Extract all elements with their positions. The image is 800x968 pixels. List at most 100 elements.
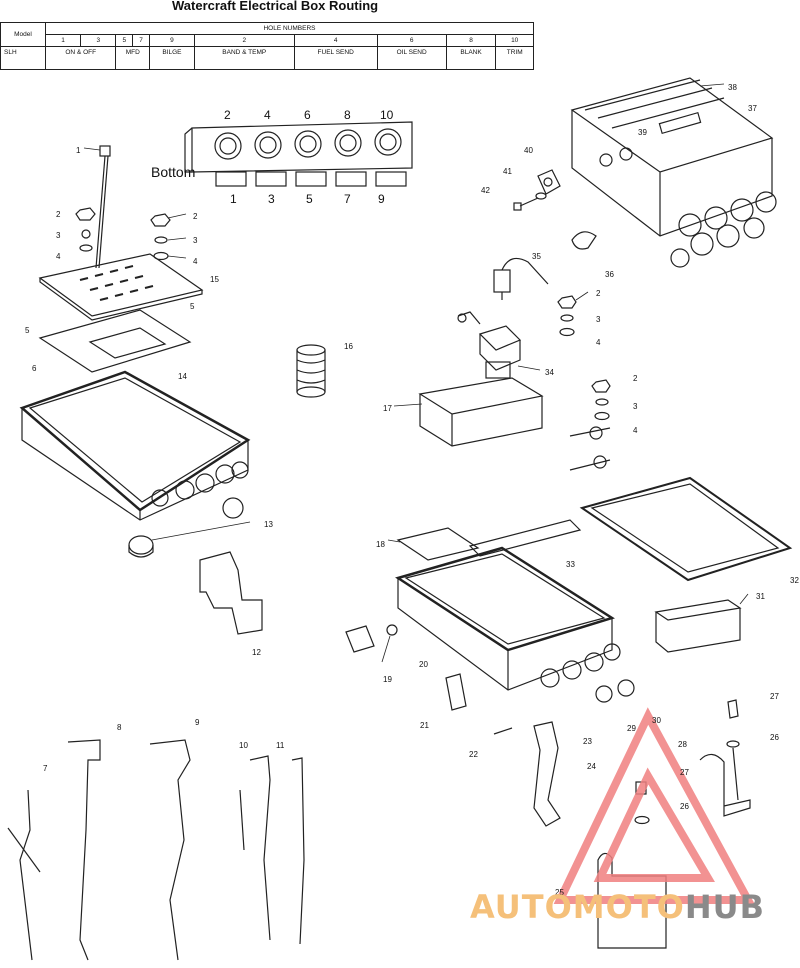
- part-callout: 18: [376, 540, 385, 549]
- function-cell: BLANK: [445, 46, 497, 70]
- part-callout: 2: [56, 210, 61, 219]
- electrical-box-main: [395, 546, 635, 703]
- part-callout: 3: [596, 315, 601, 324]
- bolt-part: [95, 145, 111, 269]
- part-callout: 39: [638, 128, 647, 137]
- part-callout: 3: [633, 402, 638, 411]
- part-callout: 36: [605, 270, 614, 279]
- part-callout: 4: [596, 338, 601, 347]
- strip-bottom-number: 3: [268, 192, 275, 206]
- connector-strip: [184, 121, 413, 187]
- watermark-part-b: HUB: [684, 888, 766, 926]
- function-cell: ON & OFF: [44, 46, 117, 70]
- part-callout: 4: [633, 426, 638, 435]
- part-callout: 12: [252, 648, 261, 657]
- part-callout: 24: [587, 762, 596, 771]
- part-callout: 29: [627, 724, 636, 733]
- part-callout: 1: [76, 146, 81, 155]
- part-callout: 2: [596, 289, 601, 298]
- strip-top-number: 6: [304, 108, 311, 122]
- screw-hardware: [513, 169, 561, 211]
- electrical-box-upper-right: [570, 77, 777, 268]
- part-callout: 23: [583, 737, 592, 746]
- part-callout: 4: [56, 252, 61, 261]
- leader-lines: [83, 83, 749, 663]
- part-callout: 13: [264, 520, 273, 529]
- watermark-triangle: [553, 707, 755, 904]
- part-callout: 30: [652, 716, 661, 725]
- strip-bottom-number: 9: [378, 192, 385, 206]
- function-cell: BAND & TEMP: [193, 46, 295, 70]
- connector-plug: [345, 624, 398, 653]
- part-callout: 28: [678, 740, 687, 749]
- strip-bottom-number: 7: [344, 192, 351, 206]
- part-callout: 33: [566, 560, 575, 569]
- function-cell: TRIM: [495, 46, 534, 70]
- part-callout: 9: [195, 718, 200, 727]
- part-callout: 6: [32, 364, 37, 373]
- part-callout: 26: [770, 733, 779, 742]
- wiring-harnesses: [7, 739, 305, 961]
- part-callout: 41: [503, 167, 512, 176]
- bottom-label: Bottom: [151, 164, 196, 180]
- strip-top-number: 2: [224, 108, 231, 122]
- part-callout: 32: [790, 576, 799, 585]
- part-callout: 7: [43, 764, 48, 773]
- part-callout: 40: [524, 146, 533, 155]
- strip-top-number: 4: [264, 108, 271, 122]
- gasket: [579, 476, 793, 582]
- page-title: Watercraft Electrical Box Routing: [172, 0, 379, 13]
- part-callout: 22: [469, 750, 478, 759]
- solenoid: [457, 311, 522, 379]
- part-callout: 27: [680, 768, 689, 777]
- model-cell: SLH: [0, 46, 46, 70]
- mounting-plate: [38, 309, 192, 373]
- part-callout: 42: [481, 186, 490, 195]
- fuse-holder: [296, 344, 326, 398]
- part-callout: 10: [239, 741, 248, 750]
- part-callout: 31: [756, 592, 765, 601]
- part-callout: 27: [770, 692, 779, 701]
- clip-part: [445, 673, 513, 735]
- function-cell: MFD: [115, 46, 150, 70]
- part-callout: 19: [383, 675, 392, 684]
- grommet: [128, 497, 244, 558]
- part-callout: 3: [56, 231, 61, 240]
- part-callout: 20: [419, 660, 428, 669]
- part-callout: 26: [680, 802, 689, 811]
- watermark-logo: AUTOMOTOHUB: [470, 888, 765, 926]
- function-cell: BILGE: [149, 46, 195, 70]
- part-callout: 2: [193, 212, 198, 221]
- part-callout: 2: [633, 374, 638, 383]
- module-31: [654, 599, 742, 653]
- part-callout: 34: [545, 368, 554, 377]
- part-callout: 14: [178, 372, 187, 381]
- circuit-board: [38, 253, 204, 321]
- part-callout: 16: [344, 342, 353, 351]
- part-callout: 25: [555, 888, 564, 897]
- nuts-washers-right: [557, 295, 611, 471]
- part-callout: 21: [420, 721, 429, 730]
- part-callout: 35: [532, 252, 541, 261]
- hole-number-cell: 10: [495, 34, 534, 47]
- cable-connector: [493, 257, 549, 300]
- strip-top-number: 8: [344, 108, 351, 122]
- part-callout: 15: [210, 275, 219, 284]
- watermark-part-a: AUTOMOTO: [470, 888, 685, 926]
- cover-plate: [396, 519, 582, 561]
- function-cell: FUEL SEND: [293, 46, 378, 70]
- bracket: [199, 551, 263, 635]
- part-callout: 5: [25, 326, 30, 335]
- part-callout: 4: [193, 257, 198, 266]
- fuse-cap: [571, 231, 597, 250]
- nuts-washers-left: [75, 207, 171, 261]
- electrical-box-left: [19, 370, 251, 521]
- part-callout: 11: [276, 741, 285, 750]
- strip-bottom-number: 5: [306, 192, 313, 206]
- part-callout: 38: [728, 83, 737, 92]
- module-box: [418, 377, 544, 447]
- part-callout: 37: [748, 104, 757, 113]
- strip-top-number: 10: [380, 108, 394, 122]
